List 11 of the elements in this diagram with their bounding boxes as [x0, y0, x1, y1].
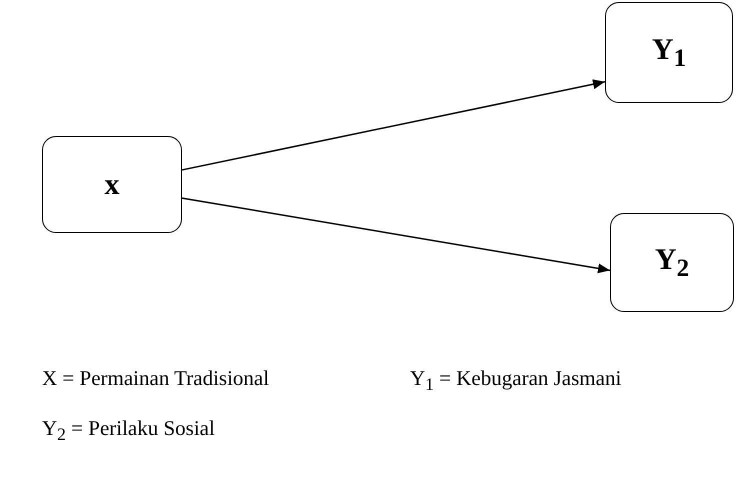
legend-text: Y$_{2}$ = Perilaku Sosial [42, 416, 215, 446]
legend-text: X = Permainan Tradisional [42, 366, 270, 391]
node-label: Y$_{2}$ [654, 242, 690, 282]
arrow [182, 79, 606, 171]
legend-text: Y$_{1}$ = Kebugaran Jasmani [410, 366, 622, 396]
process-box [42, 136, 182, 233]
process-box [605, 2, 733, 103]
process-box [610, 213, 734, 312]
node-label: Y$_{1}$ [652, 32, 686, 72]
arrow [182, 197, 610, 274]
node-label: x [104, 168, 120, 202]
